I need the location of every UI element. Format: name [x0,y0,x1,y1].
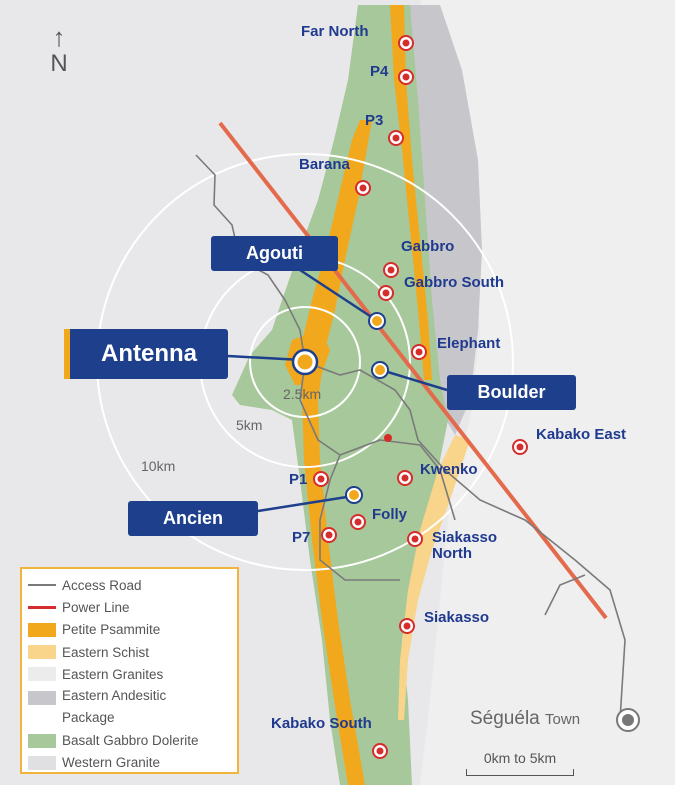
label-gabbro-south: Gabbro South [404,274,504,291]
marker-kwenko [397,470,413,486]
marker-antenna [291,348,319,376]
marker-siakasso-north [407,531,423,547]
scale-bar: 0km to 5km [466,750,574,776]
town-marker [616,708,640,732]
label-siakasso: Siakasso [424,609,490,626]
marker-p4 [398,69,414,85]
psammite-central-strip [300,120,372,785]
legend-label: Petite Psammite [62,622,161,638]
scale-bar-label: 0km to 5km [483,750,557,766]
marker-gabbro-south [378,285,394,301]
legend-swatch-power [28,605,56,609]
legend-label: Basalt Gabbro Dolerite [62,733,199,749]
power-line [218,121,608,620]
marker-folly [350,514,366,530]
north-label: N [50,50,68,77]
marker-small [384,434,392,442]
legend-label: Western Granite [62,755,161,771]
road-spur [544,574,586,616]
label-p7: P7 [292,529,311,546]
label-kwenko: Kwenko [420,461,478,478]
marker-elephant [411,344,427,360]
deposit-markers [313,35,528,759]
legend-label: Access Road [62,577,142,593]
marker-kabako-south [372,743,388,759]
ring-label-10km: 10km [141,458,176,474]
town-label: Séguéla Town [470,708,580,730]
dolerite-area [232,5,448,785]
legend-swatch-western [28,755,56,770]
label-p4: P4 [370,63,389,80]
scale-bar-line [466,769,574,776]
callout-leaders [227,268,448,513]
marker-ancien [345,486,363,504]
legend-item-schist: Eastern Schist [28,641,231,663]
label-barana: Barana [299,156,350,173]
psammite-east-strip [390,5,432,380]
legend-item-access-road: Access Road [28,574,231,596]
callout-boulder: Boulder [447,375,576,410]
road-south [299,361,400,581]
legend-swatch-schist [28,645,56,660]
town-name: Séguéla [470,708,540,729]
legend-swatch-psammite [28,622,56,637]
legend-item-eastern-granites: Eastern Granites [28,663,231,685]
label-p3: P3 [365,112,384,129]
label-kabako-east: Kabako East [536,426,627,443]
marker-far-north [398,35,414,51]
legend-item-dolerite: Basalt Gabbro Dolerite [28,729,231,751]
ring-2-5km [249,306,361,418]
marker-gabbro [383,262,399,278]
legend-swatch-road [28,584,56,587]
legend: Access Road Power Line Petite Psammite E… [20,567,239,774]
marker-p3 [388,130,404,146]
marker-p7 [321,527,337,543]
town-suffix: Town [545,711,581,728]
legend-label: Power Line [62,599,130,615]
marker-barana [355,180,371,196]
legend-label: Eastern Andesitic Package [62,688,167,726]
highlight-markers [291,312,389,504]
ring-label-5km: 5km [236,417,263,433]
callout-ancien: Ancien [128,501,258,536]
eastern-andesitic-area [405,5,482,435]
label-siakasso-north: Siakasso North [432,529,498,562]
legend-label: Eastern Granites [62,666,164,682]
marker-siakasso [399,618,415,634]
legend-item-power-line: Power Line [28,596,231,618]
marker-p1 [313,471,329,487]
antenna-accent-bar [64,329,70,379]
callout-agouti: Agouti [211,236,338,271]
legend-label: Eastern Schist [62,644,150,660]
eastern-schist-area [398,435,470,720]
label-far-north: Far North [301,23,369,40]
callout-antenna: Antenna [70,329,228,379]
legend-item-western-granite: Western Granite [28,752,231,774]
legend-swatch-granites [28,667,56,682]
road-kwenko [339,439,456,521]
ring-label-2-5km: 2.5km [283,386,322,402]
legend-swatch-dolerite [28,733,56,748]
label-elephant: Elephant [437,335,501,352]
north-arrow-icon: ↑ [52,22,66,52]
label-kabako-south: Kabako South [271,715,372,732]
legend-swatch-andesitic [28,691,56,706]
label-gabbro: Gabbro [401,238,455,255]
legend-item-andesitic: Eastern Andesitic Package [28,685,231,729]
marker-kabako-east [512,439,528,455]
label-p1: P1 [289,471,308,488]
marker-boulder [371,361,389,379]
north-arrow: ↑ N [42,24,76,78]
legend-item-psammite: Petite Psammite [28,619,231,641]
marker-agouti [368,312,386,330]
label-folly: Folly [372,506,408,523]
